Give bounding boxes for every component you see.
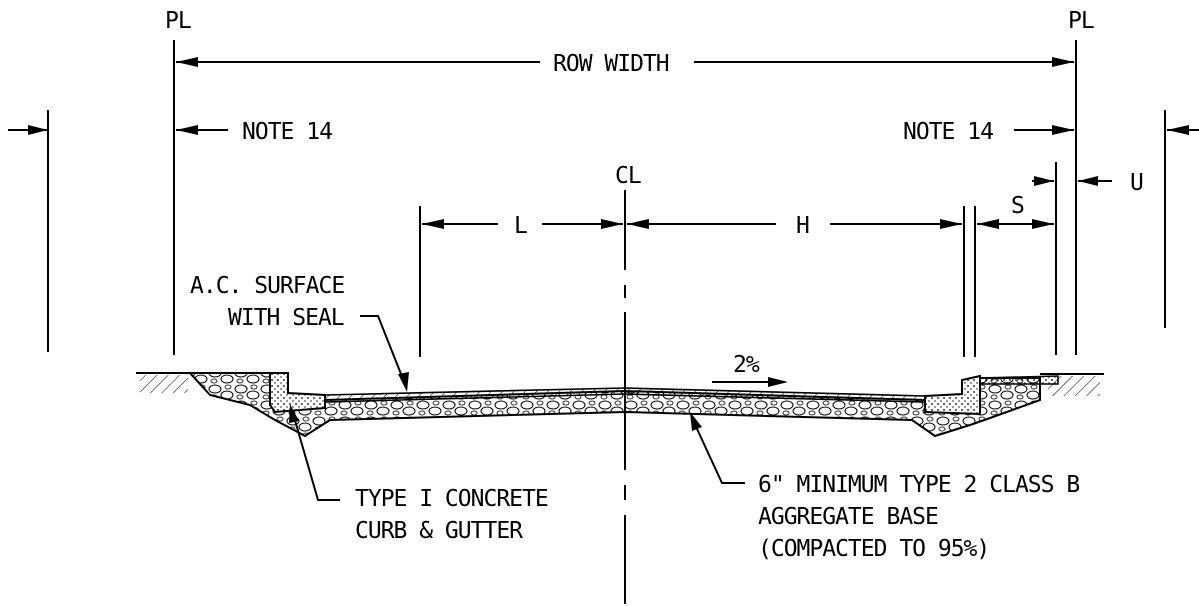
dim-l-label: L (514, 213, 527, 239)
base-label-line2: AGGREGATE BASE (758, 504, 938, 530)
pl-right-label: PL (1068, 8, 1094, 34)
ac-surface-label-line1: A.C. SURFACE (190, 273, 344, 299)
slope-annotation: 2% (712, 352, 788, 387)
curb-label-line2: CURB & GUTTER (355, 518, 523, 544)
slope-label: 2% (733, 352, 760, 378)
centerline-label: CL (615, 163, 641, 189)
ac-surface (324, 387, 926, 403)
note-14-left-dimension: NOTE 14 (8, 110, 333, 352)
pavement-section (136, 372, 1104, 438)
property-line-right: PL (1068, 8, 1095, 355)
row-width-dimension: ROW WIDTH (176, 51, 1074, 77)
note-14-left-label: NOTE 14 (242, 119, 332, 145)
curb-label-line1: TYPE I CONCRETE (355, 486, 548, 512)
note-14-right-label: NOTE 14 (903, 119, 993, 145)
dim-u: U (1078, 170, 1144, 196)
pl-left-label: PL (165, 8, 191, 34)
row-width-label: ROW WIDTH (553, 51, 669, 77)
ac-surface-label-line2: WITH SEAL (228, 305, 344, 331)
dim-h-label: H (796, 213, 809, 239)
base-label-line3: (COMPACTED TO 95%) (758, 536, 989, 562)
base-label-line1: 6" MINIMUM TYPE 2 CLASS B (758, 472, 1079, 498)
property-line-left: PL (165, 8, 192, 355)
curb-gutter-callout: TYPE I CONCRETE CURB & GUTTER (289, 404, 549, 544)
note-14-right-dimension: NOTE 14 (903, 110, 1199, 328)
dim-u-label: U (1130, 170, 1143, 196)
dim-s-label: S (1011, 193, 1024, 219)
ac-surface-callout: A.C. SURFACE WITH SEAL (190, 273, 409, 392)
centerline: CL (615, 163, 642, 604)
aggregate-base-callout: 6" MINIMUM TYPE 2 CLASS B AGGREGATE BASE… (690, 412, 1080, 562)
dim-h: H (627, 206, 976, 357)
dim-s: S (977, 162, 1057, 355)
dim-l: L (419, 206, 623, 357)
